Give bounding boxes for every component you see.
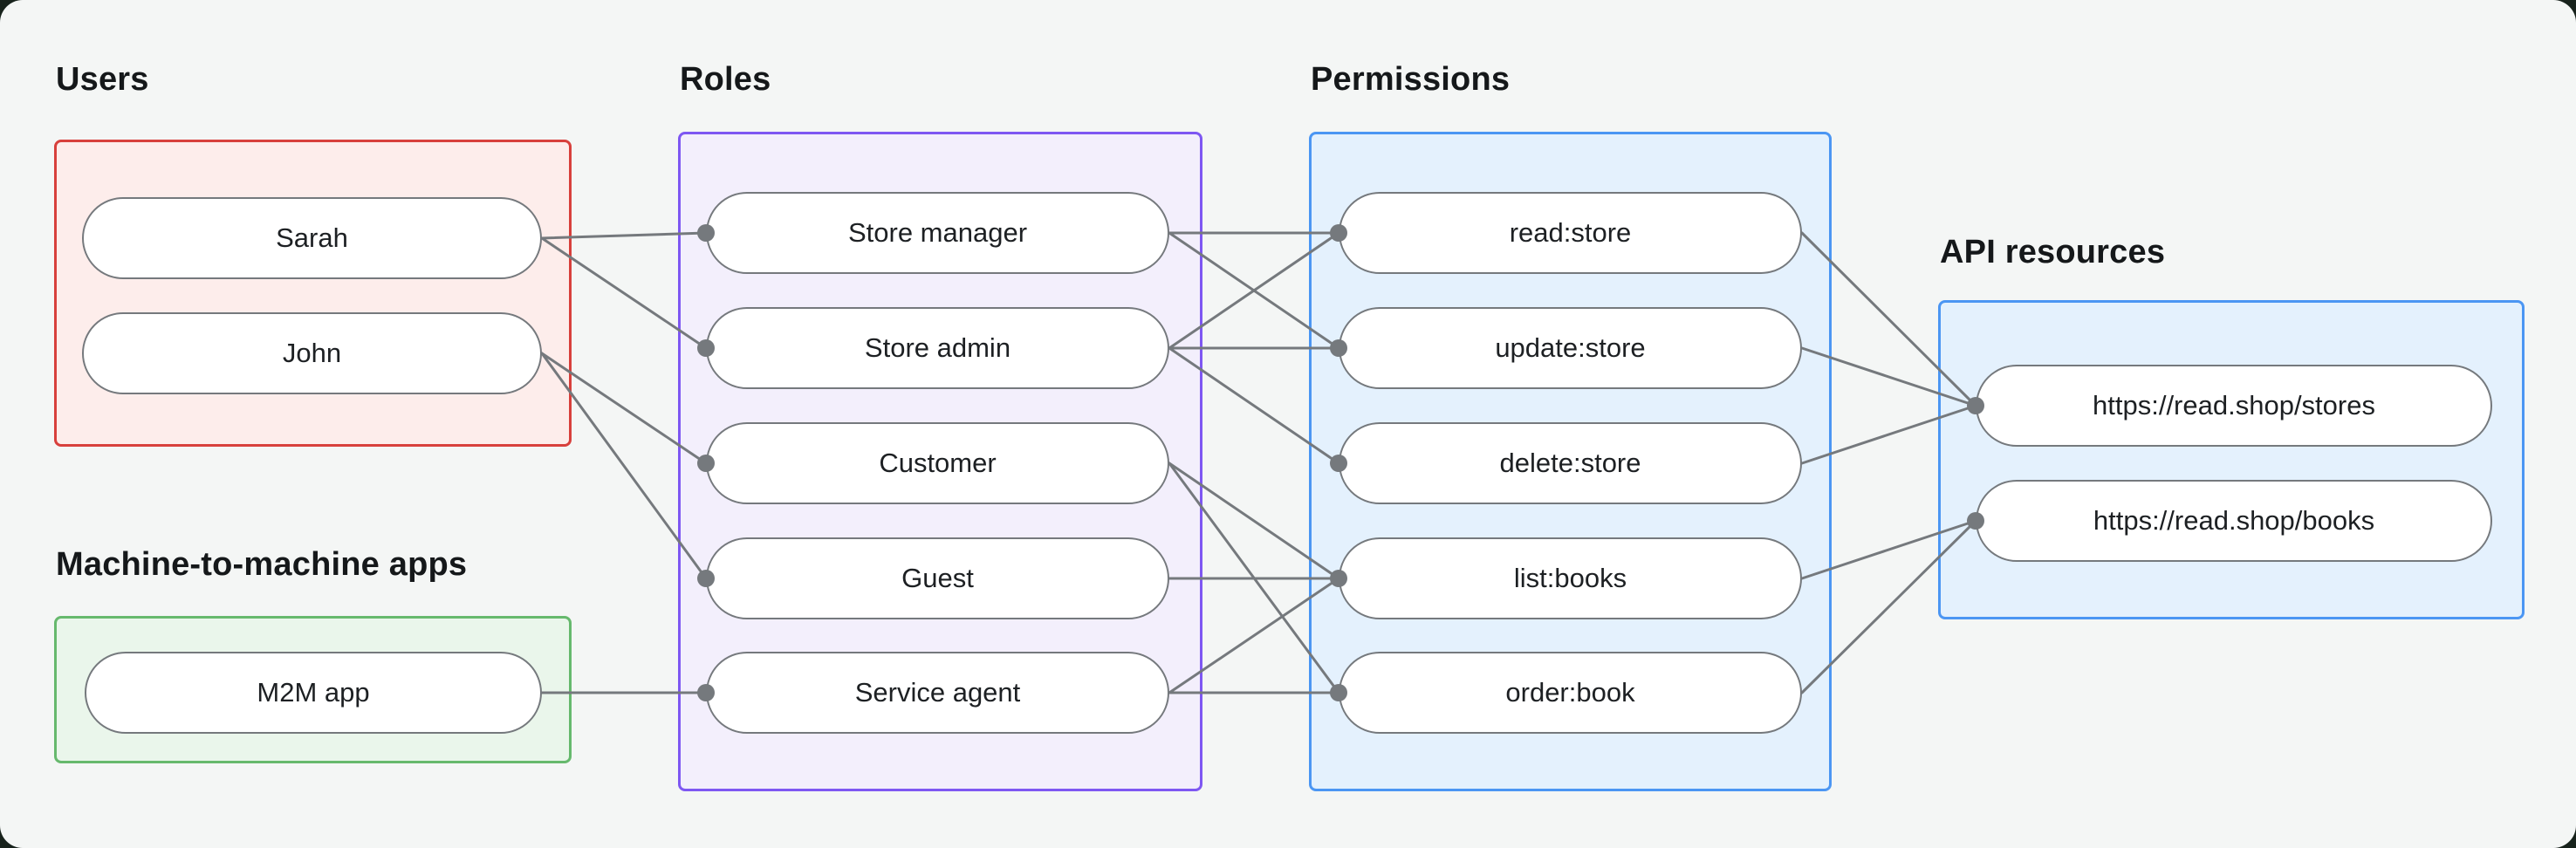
node-books-resource: https://read.shop/books [1976,480,2492,562]
node-sarah: Sarah [82,197,542,279]
roles-section-title: Roles [680,61,771,98]
node-store-admin: Store admin [706,307,1169,389]
node-customer: Customer [706,422,1169,504]
users-section-title: Users [56,61,149,98]
node-order-book: order:book [1339,652,1802,734]
node-m2m-app: M2M app [85,652,542,734]
permissions-section-title: Permissions [1311,61,1511,98]
node-update-store: update:store [1339,307,1802,389]
api-resources-section-title: API resources [1940,234,2166,270]
node-john: John [82,312,542,394]
node-stores-resource: https://read.shop/stores [1976,365,2492,447]
users-group-box [54,140,572,447]
node-read-store: read:store [1339,192,1802,274]
node-list-books: list:books [1339,537,1802,619]
node-delete-store: delete:store [1339,422,1802,504]
node-guest: Guest [706,537,1169,619]
m2m-apps-section-title: Machine-to-machine apps [56,546,468,583]
node-store-manager: Store manager [706,192,1169,274]
api-resources-group-box [1938,300,2525,619]
node-service-agent: Service agent [706,652,1169,734]
